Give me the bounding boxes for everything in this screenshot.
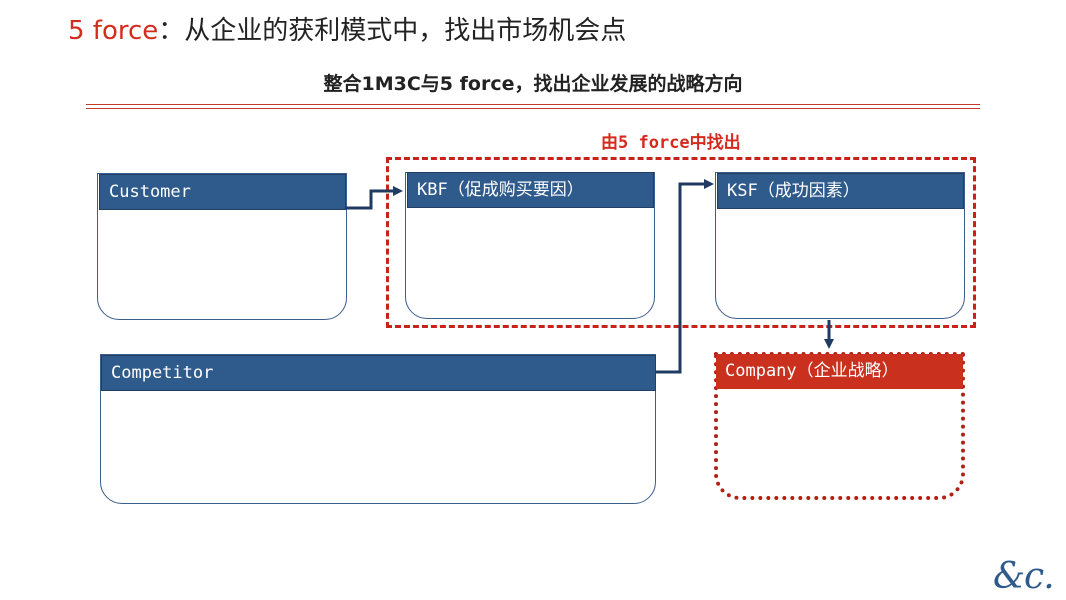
page-title: 5 force：从企业的获利模式中，找出市场机会点: [68, 10, 626, 47]
kbf-header: KBF（促成购买要因）: [407, 172, 654, 208]
divider-line-top: [86, 104, 980, 105]
competitor-header: Competitor: [101, 355, 656, 391]
page-subtitle: 整合1M3C与5 force，找出企业发展的战略方向: [323, 73, 743, 95]
find-from-5-force-label: 由5 force中找出: [601, 133, 741, 153]
arrow-competitor-to-ksf: [656, 179, 714, 374]
arrow-customer-to-kbf: [346, 186, 403, 210]
page-title-rest: ：从企业的获利模式中，找出市场机会点: [158, 16, 627, 46]
company-logo: &c.: [993, 556, 1055, 597]
company-header: Company（企业战略）: [716, 354, 963, 389]
customer-header: Customer: [99, 174, 346, 210]
page-title-accent: 5 force: [68, 16, 159, 46]
divider-line-bottom: [86, 108, 980, 109]
ksf-header: KSF（成功因素）: [717, 173, 964, 209]
